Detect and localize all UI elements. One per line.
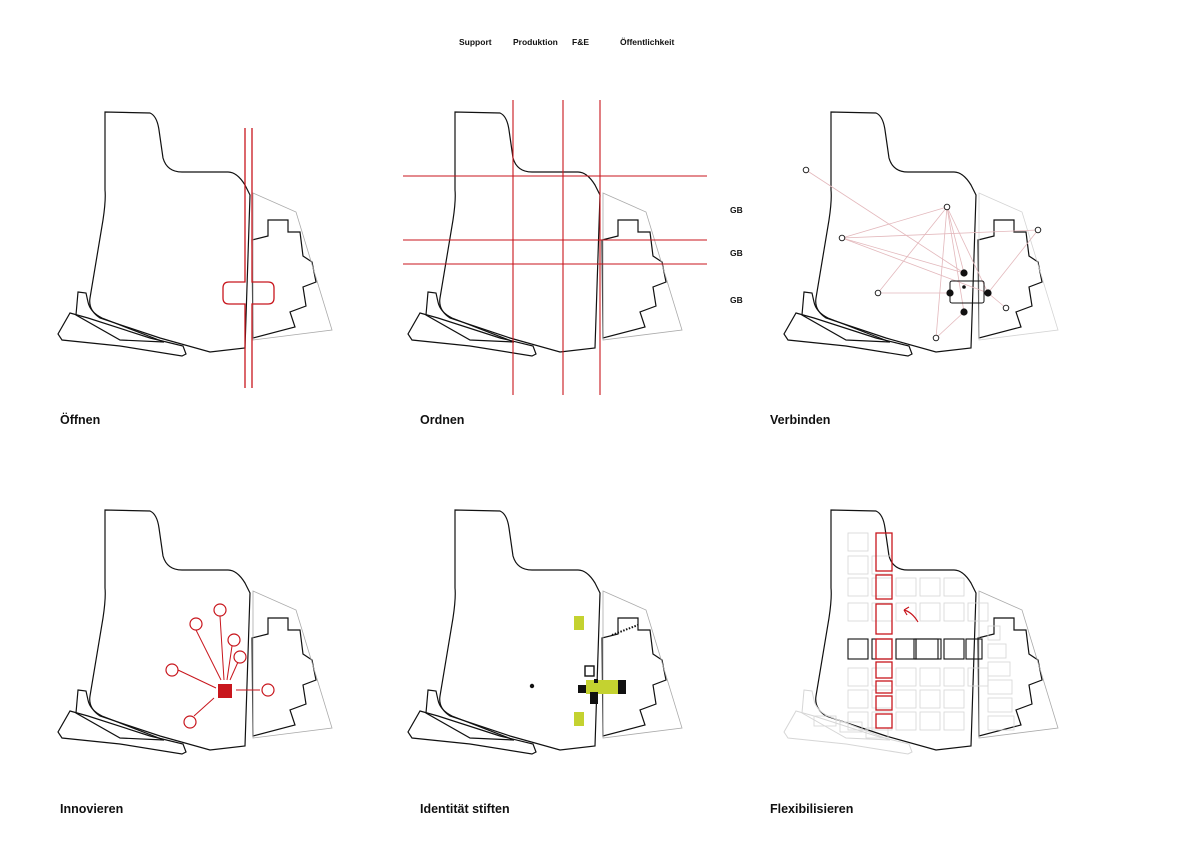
caption-ordnen: Ordnen (420, 413, 465, 427)
panel-flexibilisieren (783, 509, 1059, 755)
legend-support: Support (459, 37, 492, 47)
panel-identitaet (408, 510, 683, 754)
panel-verbinden (784, 112, 1059, 356)
order-grid (403, 100, 707, 395)
legend-oeffentlichkeit: Öffentlichkeit (620, 37, 675, 47)
connection-lines (805, 169, 1039, 339)
open-nodes (802, 166, 1042, 342)
dotted-edge (611, 624, 639, 636)
identity-blocks-black (578, 679, 626, 704)
site-outline (58, 112, 316, 356)
caption-oeffnen: Öffnen (60, 413, 101, 427)
panel-ordnen (403, 100, 707, 395)
innovation-arrows (177, 615, 260, 717)
idea-nodes (165, 603, 275, 729)
caption-identitaet-stiften: Identität stiften (420, 802, 510, 816)
rotate-arrow-icon (903, 609, 919, 623)
site-outline (408, 510, 666, 754)
hub-nodes (946, 269, 992, 316)
legend-produktion: Produktion (513, 37, 558, 47)
panel-innovieren (58, 510, 333, 754)
caption-innovieren: Innovieren (60, 802, 124, 816)
site-outline (815, 509, 1043, 751)
caption-verbinden: Verbinden (770, 413, 831, 427)
flex-column-red (875, 532, 893, 729)
flex-grid-light (813, 532, 1015, 739)
gb-label-1: GB (730, 205, 743, 215)
panel-oeffnen (58, 112, 333, 388)
gb-label-2: GB (730, 248, 743, 258)
legend: Support Produktion F&E Öffentlichkeit (0, 37, 1200, 51)
flex-row-black (847, 638, 983, 660)
gb-label-3: GB (730, 295, 743, 305)
open-axis (222, 128, 275, 388)
site-outline (784, 112, 1042, 356)
legend-fe: F&E (572, 37, 589, 47)
identity-blocks-lime (574, 616, 620, 726)
innovation-core (218, 684, 232, 698)
point-marker (529, 683, 535, 689)
site-outline (408, 112, 666, 356)
identity-frame (584, 665, 595, 677)
caption-flexibilisieren: Flexibilisieren (770, 802, 854, 816)
